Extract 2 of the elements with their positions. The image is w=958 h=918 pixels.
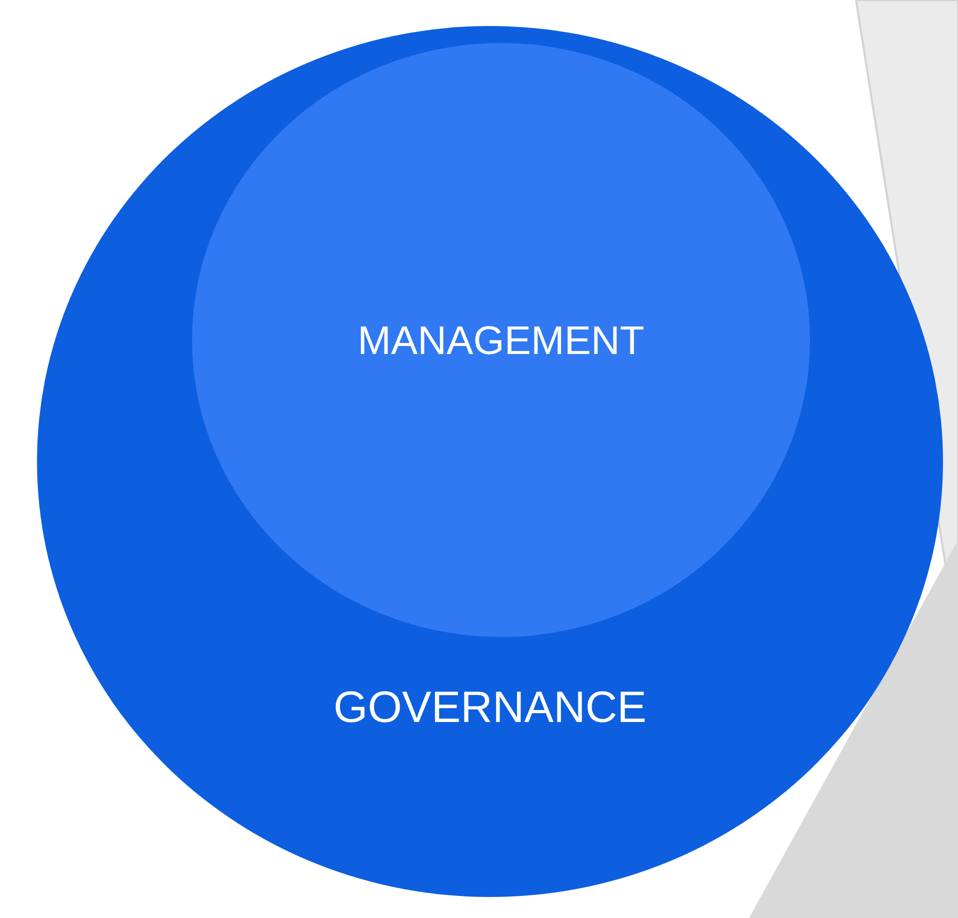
node-label: GOVERNANCE bbox=[334, 686, 646, 730]
node-label: MANAGEMENT bbox=[358, 321, 644, 361]
